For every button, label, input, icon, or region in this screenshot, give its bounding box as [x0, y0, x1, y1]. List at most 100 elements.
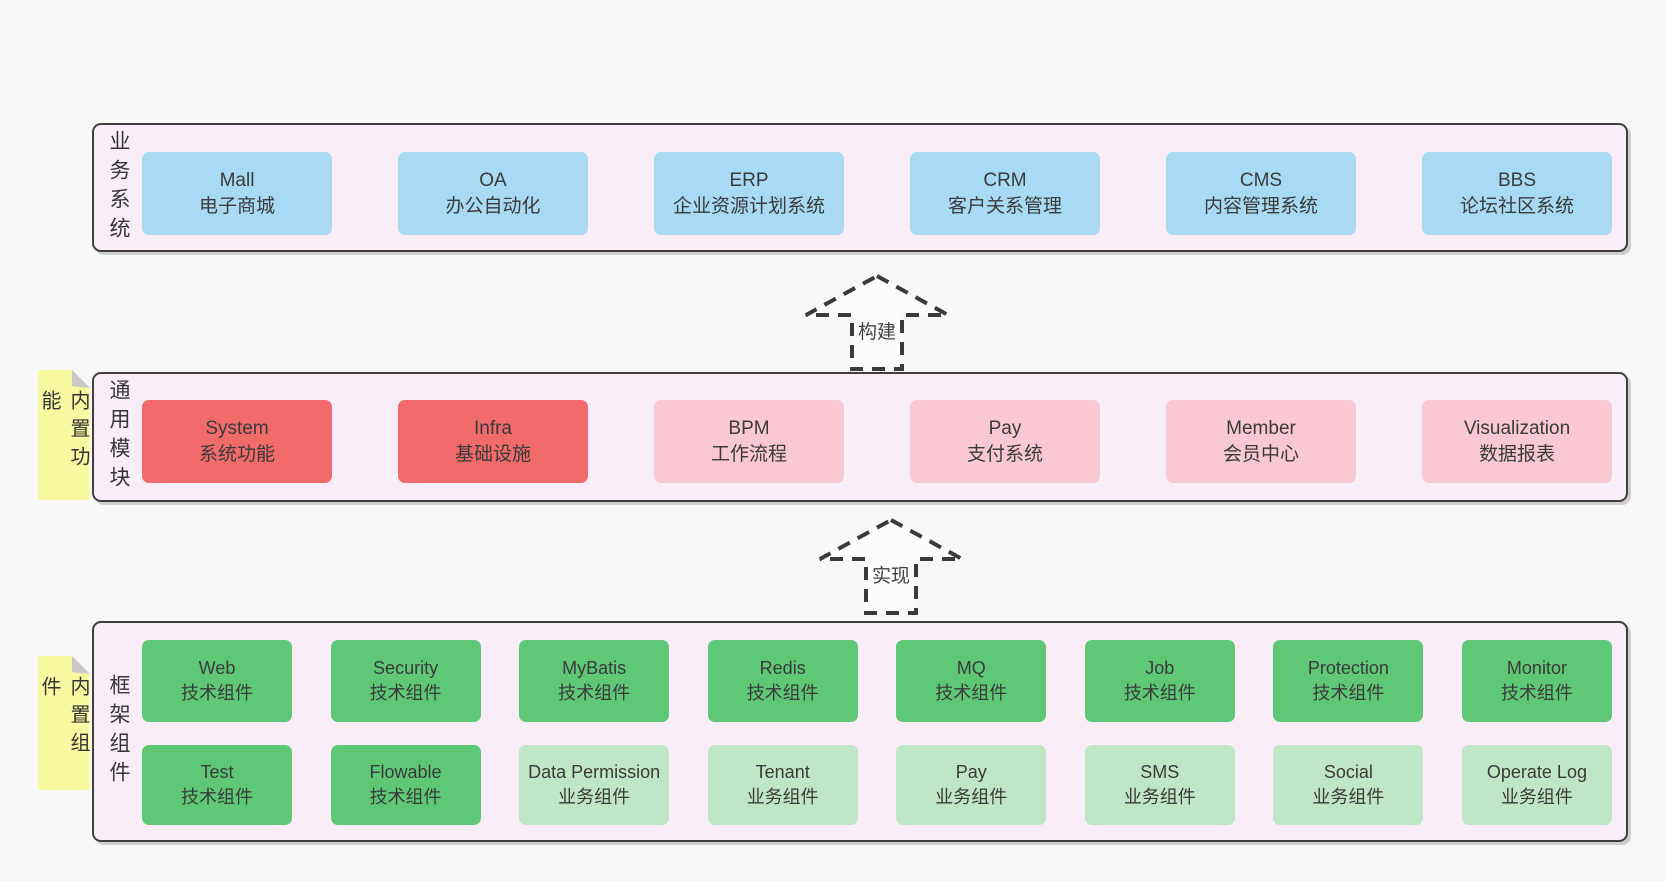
box-name: Infra: [473, 417, 513, 439]
band-label-common-modules: 通用模块: [107, 379, 130, 495]
box-desc: 办公自动化: [445, 195, 541, 217]
band-common-modules: 通用模块 System 系统功能 Infra 基础设施 BPM 工作流程 Pay…: [92, 372, 1628, 502]
box-desc: 内容管理系统: [1203, 195, 1318, 217]
build-arrow: 构建: [802, 273, 952, 373]
component-box-job: Job 技术组件: [1084, 640, 1235, 722]
component-box-web: Web 技术组件: [142, 640, 292, 722]
box-desc: 技术组件: [746, 683, 819, 703]
folded-corner-icon: [72, 370, 90, 388]
component-box-tenant: Tenant 业务组件: [707, 745, 858, 825]
box-name: Test: [200, 762, 234, 782]
box-desc: 论坛社区系统: [1459, 195, 1574, 217]
box-name: Social: [1323, 762, 1373, 782]
module-box-member: Member 会员中心: [1166, 400, 1356, 483]
component-box-redis: Redis 技术组件: [707, 640, 858, 722]
component-box-protection: Protection 技术组件: [1273, 640, 1424, 722]
box-name: Visualization: [1463, 417, 1571, 439]
business-systems-row: Mall 电子商城 OA 办公自动化 ERP 企业资源计划系统 CRM 客户关系…: [142, 152, 1612, 235]
component-box-monitor: Monitor 技术组件: [1461, 640, 1612, 722]
module-box-system: System 系统功能: [142, 400, 332, 483]
box-name: BPM: [728, 417, 770, 439]
box-name: Data Permission: [528, 762, 661, 782]
box-desc: 技术组件: [558, 683, 631, 703]
box-name: Protection: [1307, 658, 1389, 678]
module-box-visualization: Visualization 数据报表: [1422, 400, 1612, 483]
box-name: MyBatis: [562, 658, 627, 678]
box-name: System: [205, 417, 269, 439]
component-box-pay: Pay 业务组件: [896, 745, 1047, 825]
box-desc: 业务组件: [746, 787, 819, 807]
box-name: SMS: [1140, 762, 1180, 782]
box-name: Pay: [955, 762, 987, 782]
box-desc: 系统功能: [198, 443, 275, 465]
box-name: Tenant: [755, 762, 810, 782]
component-box-flowable: Flowable 技术组件: [330, 745, 481, 825]
component-box-test: Test 技术组件: [142, 745, 292, 825]
band-business-systems: 业务系统 Mall 电子商城 OA 办公自动化 ERP 企业资源计划系统 CRM…: [92, 123, 1628, 252]
system-box-mall: Mall 电子商城: [142, 152, 332, 235]
box-name: Web: [198, 658, 236, 678]
box-desc: 工作流程: [710, 443, 787, 465]
component-box-data-permission: Data Permission 业务组件: [519, 745, 670, 825]
box-desc: 业务组件: [1312, 787, 1385, 807]
box-desc: 技术组件: [935, 683, 1008, 703]
box-desc: 业务组件: [1123, 787, 1196, 807]
system-box-oa: OA 办公自动化: [398, 152, 588, 235]
system-box-bbs: BBS 论坛社区系统: [1422, 152, 1612, 235]
box-desc: 数据报表: [1478, 443, 1555, 465]
box-name: Redis: [759, 658, 806, 678]
module-box-bpm: BPM 工作流程: [654, 400, 844, 483]
component-box-security: Security 技术组件: [330, 640, 481, 722]
framework-components-row-1: Web 技术组件 Security 技术组件 MyBatis 技术组件 Redi…: [142, 640, 1612, 722]
build-arrow-label: 构建: [854, 316, 900, 345]
box-name: ERP: [729, 169, 769, 191]
system-box-erp: ERP 企业资源计划系统: [654, 152, 844, 235]
box-name: Flowable: [369, 762, 442, 782]
box-desc: 业务组件: [935, 787, 1008, 807]
band-label-business-systems: 业务系统: [107, 129, 130, 246]
box-desc: 基础设施: [454, 443, 531, 465]
box-name: OA: [479, 169, 507, 191]
box-desc: 技术组件: [369, 683, 442, 703]
folded-corner-icon: [72, 656, 90, 674]
box-desc: 会员中心: [1222, 443, 1299, 465]
component-box-mq: MQ 技术组件: [896, 640, 1047, 722]
box-name: Monitor: [1506, 658, 1567, 678]
box-desc: 支付系统: [966, 443, 1043, 465]
box-name: BBS: [1497, 169, 1537, 191]
component-box-operate-log: Operate Log 业务组件: [1461, 745, 1612, 825]
box-desc: 技术组件: [181, 683, 253, 703]
box-desc: 客户关系管理: [947, 195, 1062, 217]
box-name: Pay: [988, 417, 1022, 439]
box-desc: 技术组件: [181, 787, 253, 807]
framework-components-row-2: Test 技术组件 Flowable 技术组件 Data Permission …: [142, 745, 1612, 825]
box-desc: 业务组件: [1500, 787, 1573, 807]
implement-arrow: 实现: [816, 517, 966, 617]
implement-arrow-label: 实现: [868, 560, 914, 589]
box-name: Job: [1145, 658, 1175, 678]
box-desc: 电子商城: [198, 195, 275, 217]
box-name: CRM: [983, 169, 1027, 191]
component-box-mybatis: MyBatis 技术组件: [519, 640, 670, 722]
system-box-cms: CMS 内容管理系统: [1166, 152, 1356, 235]
module-box-infra: Infra 基础设施: [398, 400, 588, 483]
band-label-framework-components: 框架组件: [107, 673, 130, 790]
box-desc: 技术组件: [1312, 683, 1385, 703]
box-desc: 技术组件: [369, 787, 442, 807]
box-name: Operate Log: [1486, 762, 1587, 782]
band-framework-components: 框架组件 Web 技术组件 Security 技术组件 MyBatis 技术组件…: [92, 621, 1628, 842]
module-box-pay: Pay 支付系统: [910, 400, 1100, 483]
common-modules-row: System 系统功能 Infra 基础设施 BPM 工作流程 Pay 支付系统…: [142, 400, 1612, 483]
box-desc: 业务组件: [558, 787, 631, 807]
sticky-note-built-in-features: 内置功能: [38, 370, 90, 500]
box-name: Member: [1226, 417, 1296, 439]
box-desc: 技术组件: [1500, 683, 1573, 703]
box-desc: 企业资源计划系统: [672, 195, 825, 217]
sticky-note-label: 内置功能: [38, 390, 89, 474]
sticky-note-label: 内置组件: [38, 676, 89, 760]
box-name: Security: [373, 658, 439, 678]
system-box-crm: CRM 客户关系管理: [910, 152, 1100, 235]
box-name: Mall: [219, 169, 255, 191]
sticky-note-built-in-components: 内置组件: [38, 656, 90, 790]
